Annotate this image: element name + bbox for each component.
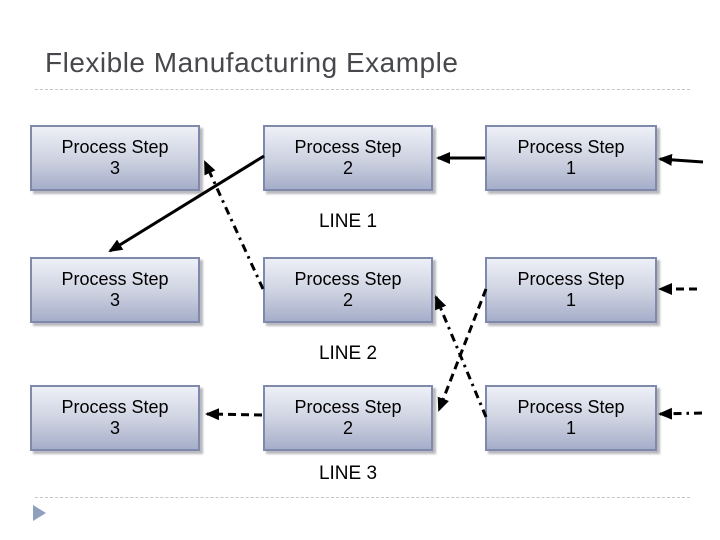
footer-arrow-icon [33,505,46,521]
process-box-label: Process Step [61,137,169,157]
process-box-number: 1 [565,158,576,178]
process-box-label: Process Step [294,137,402,157]
process-box-line2-step3: Process Step 3 [30,257,200,323]
line3-label: LINE 3 [318,463,378,484]
slide-title: Flexible Manufacturing Example [45,47,459,78]
process-box-number: 2 [342,158,353,178]
process-box-line3-step3: Process Step 3 [30,385,200,451]
arrow-line2-step1-to-line3-step2 [437,288,488,412]
process-box-number: 3 [109,158,120,178]
arrow-inbound-line1-step1 [658,153,704,166]
process-box-number: 2 [342,418,353,438]
process-box-line3-step2: Process Step 2 [263,385,433,451]
process-box-line1-step1: Process Step 1 [485,125,657,191]
process-box-number: 2 [342,290,353,310]
process-box-line1-step2: Process Step 2 [263,125,433,191]
process-box-line2-step1: Process Step 1 [485,257,657,323]
footer-divider [35,497,690,498]
process-box-label: Process Step [61,397,169,417]
process-box-label: Process Step [61,269,169,289]
line2-label: LINE 2 [318,343,378,364]
arrow-line3-step1-to-line2-step2 [434,295,488,418]
process-box-label: Process Step [517,269,625,289]
process-box-number: 1 [565,418,576,438]
process-box-number: 3 [109,418,120,438]
process-box-label: Process Step [294,269,402,289]
arrow-line2-step2-to-line1-step3 [203,160,265,290]
process-box-line2-step2: Process Step 2 [263,257,433,323]
arrow-inbound-line3-step1 [658,407,703,420]
process-box-line1-step3: Process Step 3 [30,125,200,191]
process-box-label: Process Step [294,397,402,417]
process-box-number: 3 [109,290,120,310]
process-box-label: Process Step [517,137,625,157]
process-box-number: 1 [565,290,576,310]
title-divider [35,89,690,90]
process-box-label: Process Step [517,397,625,417]
line1-label: LINE 1 [318,211,378,232]
process-box-line3-step1: Process Step 1 [485,385,657,451]
arrow-line3-step2-to-step3 [205,408,263,421]
